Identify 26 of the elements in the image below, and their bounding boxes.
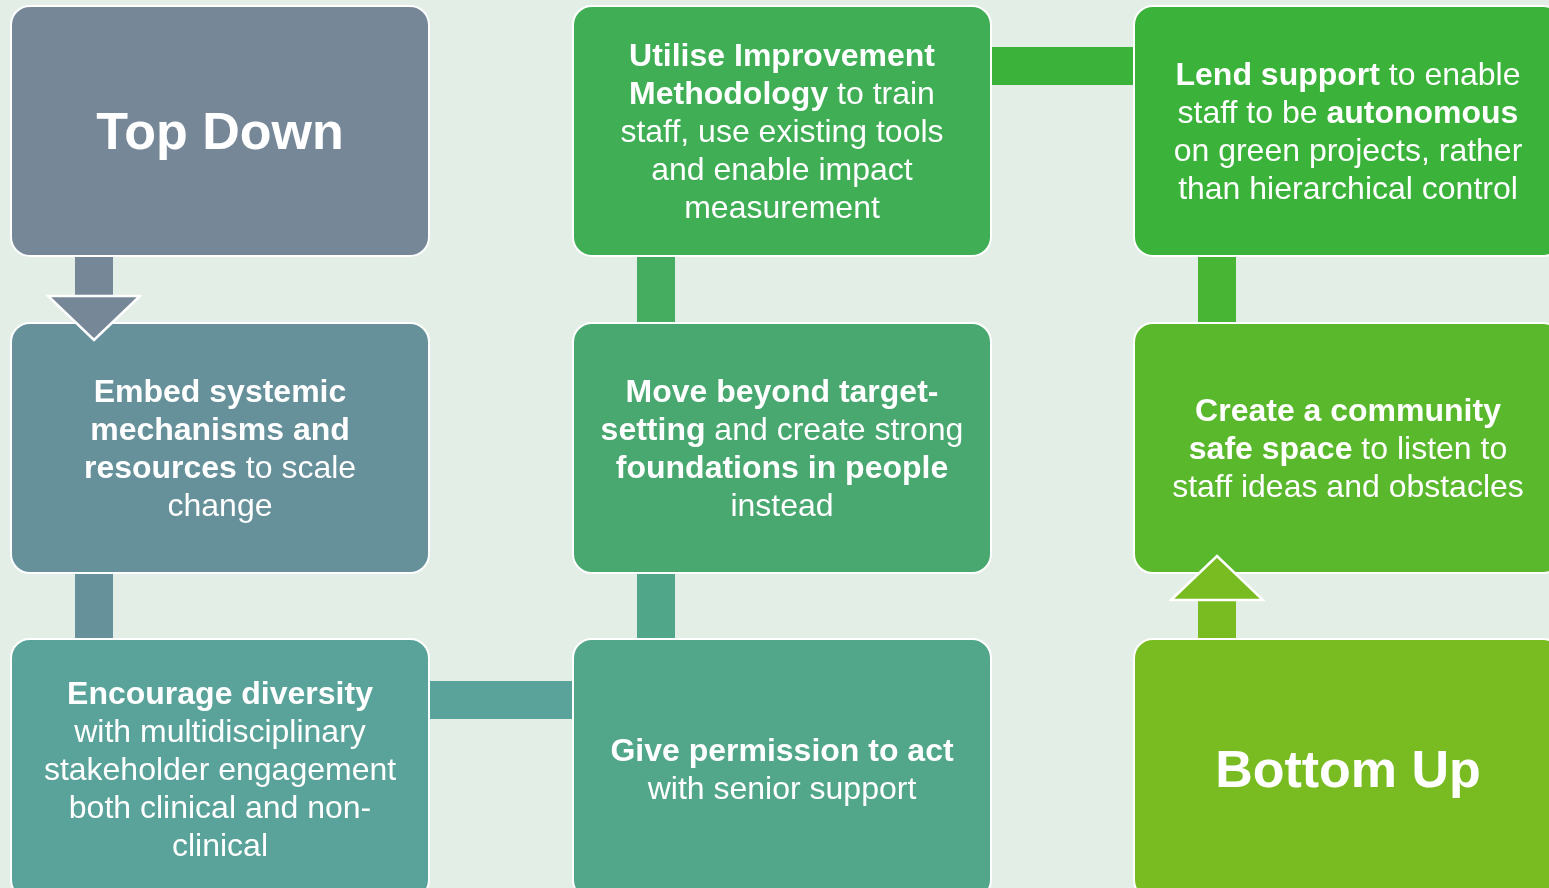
block-arrow [46,257,142,342]
heading-box [10,5,430,257]
process-box [1133,5,1549,257]
connector-bar [637,257,675,322]
process-box [572,322,992,574]
process-box [10,638,430,888]
box-heading: Top Down [96,101,344,161]
block-arrow [1169,554,1265,638]
connector-bar [992,47,1133,85]
box-text: Lend support to enable staff to be autonomous on green projects, rather than hierarchical control [1172,55,1524,207]
connector-bar [1198,257,1236,322]
process-box [572,5,992,257]
connector-bar [75,574,113,638]
box-text: Utilise Improvement Methodology to train staff, use existing tools and enable impact measurement [619,36,945,226]
box-text: Encourage diversity with multidisciplinary stakeholder engagement both clinical and non-clinical [42,674,398,864]
connector-bar [637,574,675,638]
heading-box [1133,638,1549,888]
process-box [1133,322,1549,574]
box-text: Embed systemic mechanisms and resources to scale change [82,372,358,524]
process-box [10,322,430,574]
box-text: Move beyond target-setting and create strong foundations in people instead [600,372,964,524]
box-text: Create a community safe space to listen to staff ideas and obstacles [1171,391,1525,505]
box-heading: Bottom Up [1215,739,1481,799]
process-box [572,638,992,888]
connector-bar [430,681,572,719]
box-text: Give permission to act with senior support [609,731,955,807]
